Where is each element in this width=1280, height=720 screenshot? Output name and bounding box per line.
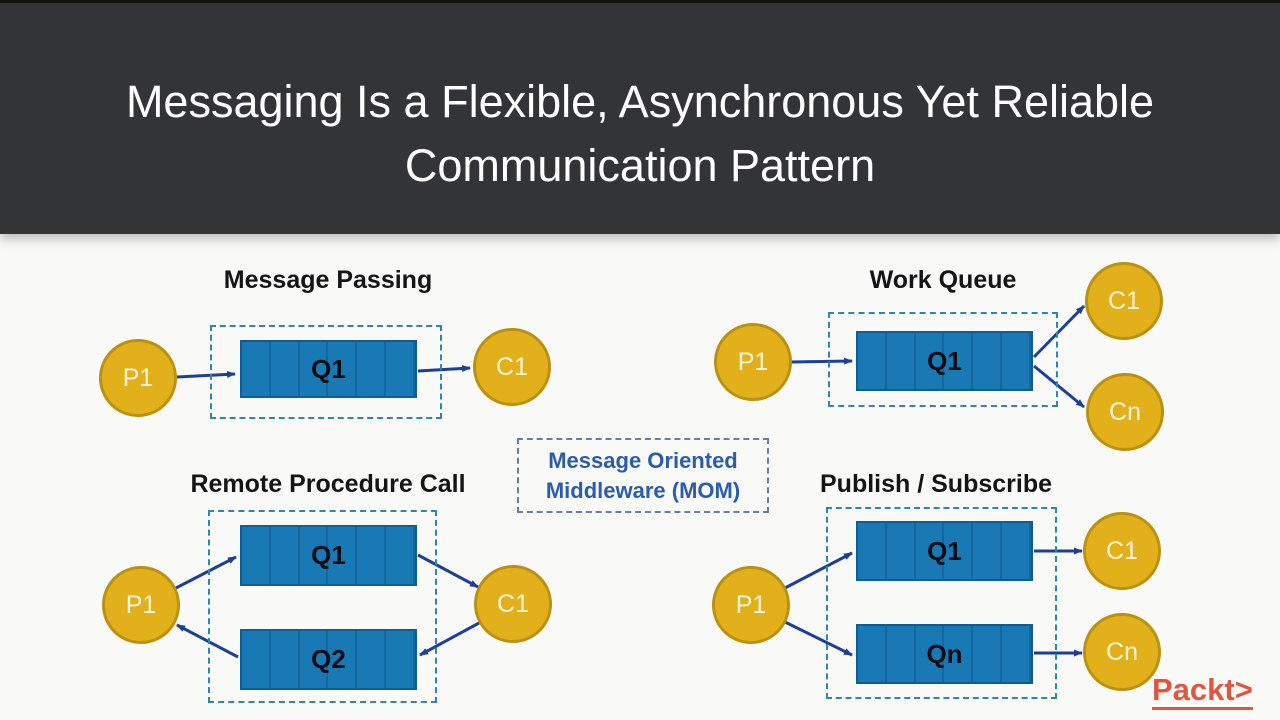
consumer-label: C1 (496, 352, 528, 381)
queue-cell (242, 631, 271, 688)
pubsub-queue2: Qn (856, 624, 1033, 684)
pubsub-consumer2-node: Cn (1083, 613, 1161, 691)
queue-cell (357, 527, 387, 584)
work-queue-producer-node: P1 (714, 323, 792, 401)
queue-label: Qn (926, 638, 963, 669)
queue-cell (271, 631, 300, 688)
queue-cell (328, 342, 358, 396)
mom-line1: Message Oriented (548, 447, 738, 473)
mom-box: Message Oriented Middleware (MOM) (517, 438, 769, 513)
producer-label: P1 (735, 590, 767, 619)
rpc-queue2: Q2 (240, 629, 417, 690)
slide-title: Messaging Is a Flexible, Asynchronous Ye… (126, 70, 1154, 198)
queue-cell (944, 333, 974, 389)
queue-cell (357, 631, 387, 688)
message-passing-broker-box (210, 325, 442, 419)
rpc-queue1: Q1 (240, 525, 417, 586)
consumer-label: Cn (1106, 637, 1138, 666)
work-queue-consumer2-node: Cn (1086, 373, 1164, 451)
pubsub-producer-node: P1 (712, 566, 790, 644)
queue-cell (328, 527, 358, 584)
queue-label: Q1 (927, 535, 962, 566)
rpc-producer-node: P1 (102, 566, 180, 644)
queue-cell (887, 626, 916, 682)
queue-cell (271, 342, 300, 396)
packt-logo: Packt> (1152, 674, 1253, 710)
queue-cell (916, 333, 945, 389)
message-passing-producer-node: P1 (99, 339, 177, 417)
consumer-label: C1 (497, 589, 529, 618)
queue-label: Q1 (311, 540, 346, 570)
producer-label: P1 (737, 347, 769, 376)
work-queue-consumer1-node: C1 (1085, 262, 1163, 340)
queue-cell (973, 333, 1003, 389)
queue-label: Q1 (311, 353, 346, 384)
queue-cell (271, 527, 300, 584)
pubsub-title: Publish / Subscribe (820, 470, 1052, 498)
queue-cell (916, 626, 945, 682)
queue-cell (357, 342, 387, 396)
queue-cell (858, 626, 887, 682)
slide-header: Messaging Is a Flexible, Asynchronous Ye… (0, 0, 1280, 234)
queue-cell (1002, 333, 1031, 389)
pubsub-broker-box (826, 507, 1057, 699)
queue-cell (858, 333, 887, 389)
queue-cell (916, 523, 945, 579)
slide-title-line2: Communication Pattern (404, 139, 876, 191)
pubsub-queue1: Q1 (856, 521, 1033, 581)
queue-cell (300, 631, 329, 688)
queue-label: Q1 (927, 345, 962, 376)
rpc-title: Remote Procedure Call (190, 470, 466, 498)
work-queue-broker-box (828, 312, 1058, 407)
queue-cell (386, 527, 415, 584)
queue-cell (1002, 523, 1031, 579)
queue-cell (386, 342, 415, 396)
mom-line2: Middleware (MOM) (545, 477, 741, 503)
queue-cell (328, 631, 358, 688)
queue-cell (887, 333, 916, 389)
pubsub-consumer1-node: C1 (1083, 512, 1161, 590)
rpc-broker-box (208, 510, 437, 703)
message-passing-title: Message Passing (223, 266, 433, 294)
queue-cell (944, 523, 974, 579)
producer-label: P1 (125, 590, 157, 619)
message-passing-consumer-node: C1 (473, 328, 551, 406)
queue-cell (973, 523, 1003, 579)
consumer-label: C1 (1108, 286, 1140, 315)
queue-cell (887, 523, 916, 579)
message-passing-queue: Q1 (240, 340, 417, 398)
queue-cell (242, 527, 271, 584)
slide-title-line1: Messaging Is a Flexible, Asynchronous Ye… (125, 75, 1155, 127)
work-queue-queue: Q1 (856, 331, 1033, 391)
queue-cell (300, 527, 329, 584)
queue-cell (1002, 626, 1031, 682)
work-queue-title: Work Queue (869, 266, 1017, 294)
queue-cell (973, 626, 1003, 682)
consumer-label: C1 (1106, 536, 1138, 565)
queue-cell (944, 626, 974, 682)
queue-cell (242, 342, 271, 396)
queue-cell (300, 342, 329, 396)
queue-cell (386, 631, 415, 688)
producer-label: P1 (122, 363, 154, 392)
consumer-label: Cn (1109, 397, 1141, 426)
queue-cell (858, 523, 887, 579)
queue-label: Q2 (311, 644, 346, 674)
rpc-consumer-node: C1 (474, 565, 552, 643)
